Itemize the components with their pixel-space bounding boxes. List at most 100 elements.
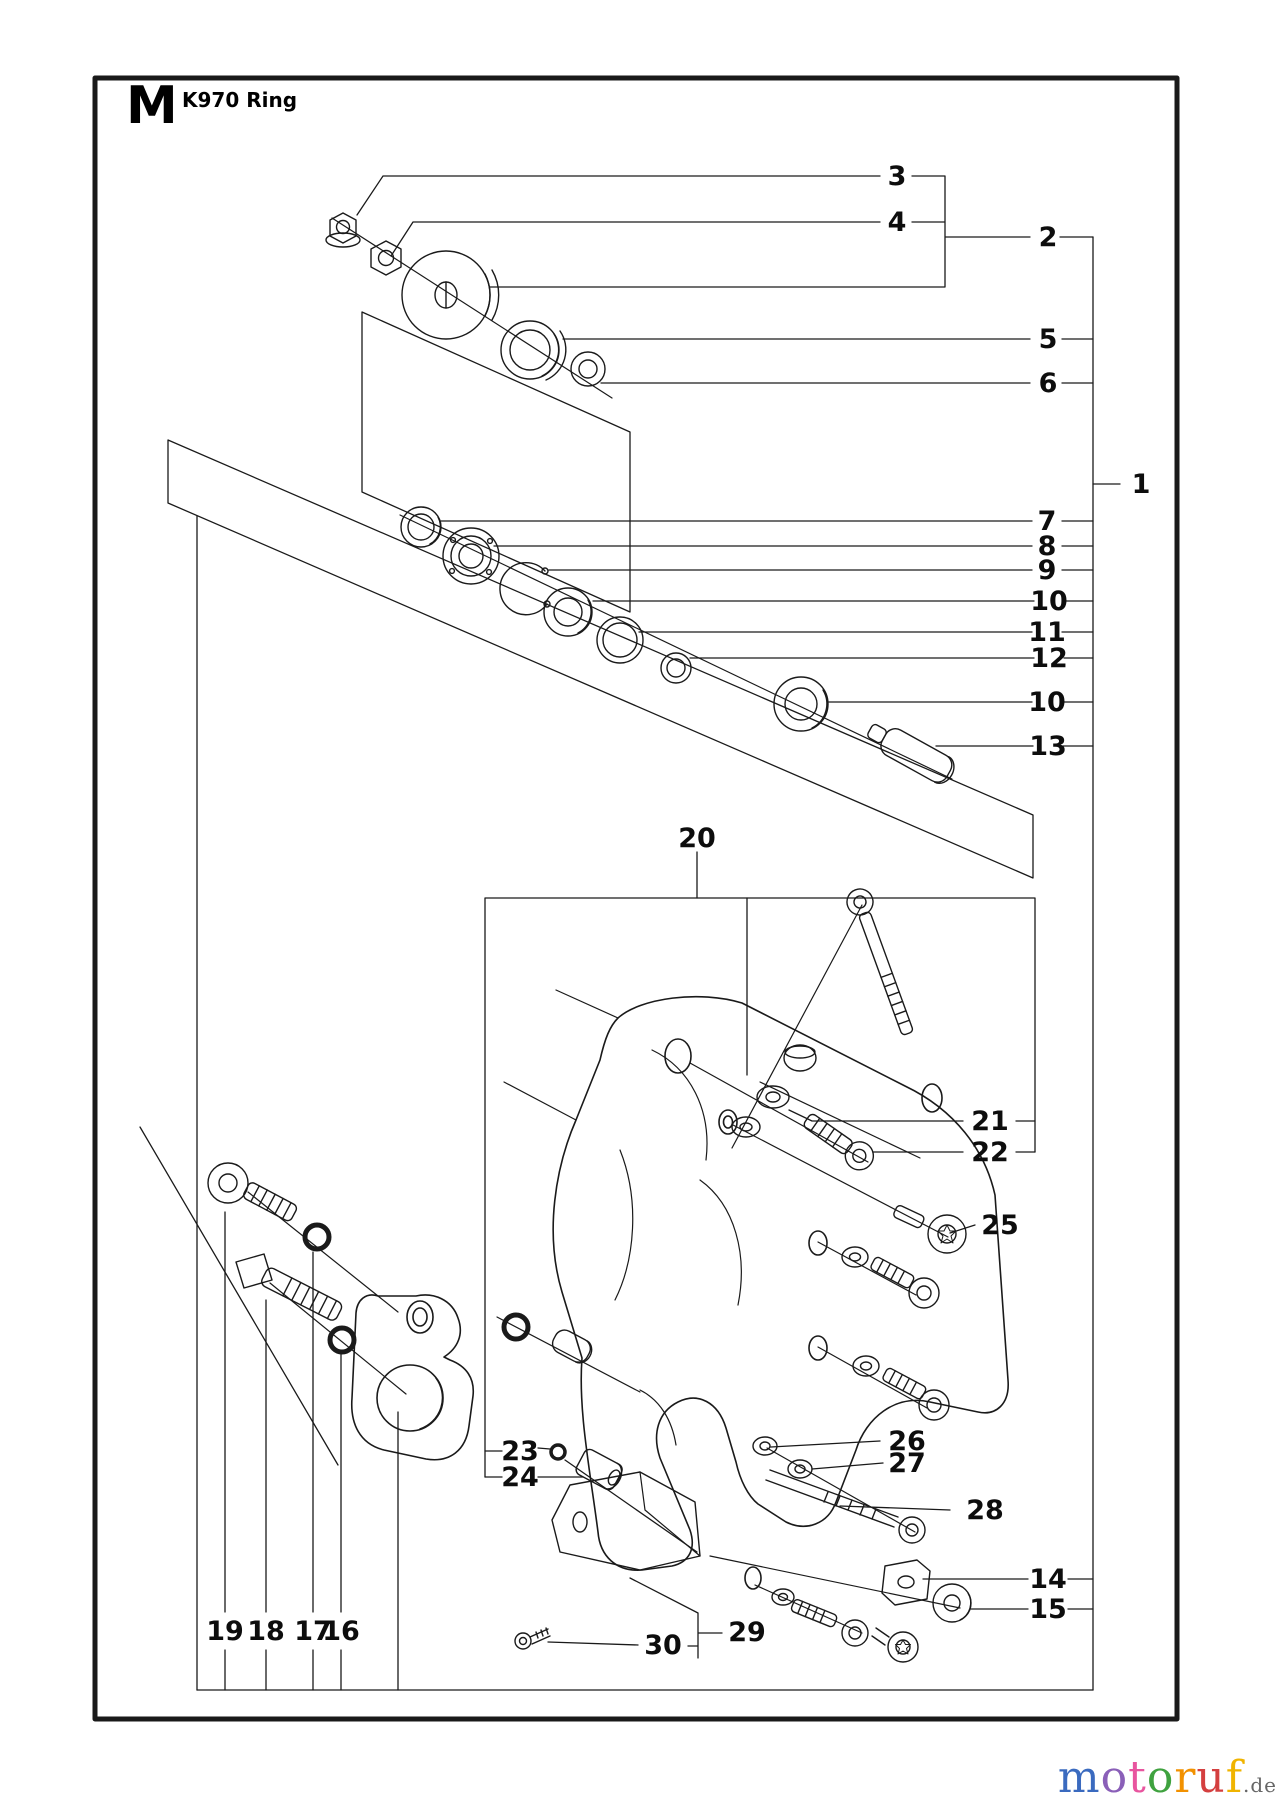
small-sleeve [551,1329,593,1364]
bolt-hole [808,1230,828,1256]
part-label-9: 9 [1038,555,1057,586]
part-label-19: 19 [206,1616,244,1647]
part-label-10: 10 [1028,687,1066,718]
axis-line [331,217,613,399]
part-label-24: 24 [501,1462,539,1493]
bolt-part-22 [803,1113,875,1171]
pulley-disc-part-2 [401,250,500,340]
part-label-29: 29 [728,1617,766,1648]
part-label-1: 1 [1132,469,1151,500]
axis-line [399,514,953,780]
long-bolt-part-28 [765,1469,926,1544]
part-label-16: 16 [322,1616,360,1647]
part-label-12: 12 [1030,643,1068,674]
part-label-20: 20 [678,823,716,854]
o-ring-part-23b [501,1312,531,1342]
part-label-13: 13 [1029,731,1067,762]
panel-outlines [167,311,1034,879]
clamp-bracket [350,1294,475,1461]
part-label-22: 22 [971,1137,1009,1168]
box20-fasteners [514,888,972,1663]
bolt-hole [921,1083,943,1113]
part-label-25: 25 [981,1210,1019,1241]
flange-nut-part-3 [325,212,361,248]
socket-screw-part-19 [207,1162,298,1222]
upper-panel [361,311,631,613]
leader-lines [139,175,1121,1691]
part-label-30: 30 [644,1630,682,1661]
gearbox-housing [503,989,1009,1590]
part-label-7: 7 [1038,506,1057,537]
washer-part-27 [787,1459,813,1479]
o-ring-part-23 [549,1443,567,1461]
page-frame [92,75,1180,1722]
motoruf-watermark: motoruf.de [1058,1752,1277,1800]
watermark-letters: motoruf [1058,1752,1243,1800]
part-label-11: 11 [1028,617,1066,648]
part-label-15: 15 [1029,1594,1067,1625]
part-label-5: 5 [1039,324,1058,355]
part-label-14: 14 [1029,1564,1067,1595]
screw-part-30 [514,1627,551,1650]
washer-part-6 [570,351,606,387]
left-fastener-chain [207,1162,641,1461]
bearing-part-10 [543,587,593,637]
bolt-hole [664,1038,692,1074]
cube-part-14 [881,1559,931,1606]
lower-panel [167,439,1034,879]
watermark-letter: r [1174,1752,1197,1800]
bolt-bottom-right [771,1588,869,1647]
page-title: K970 Ring [182,88,298,112]
watermark-letter: f [1225,1752,1243,1800]
bushing-part-7 [400,506,442,548]
part-label-17: 17 [294,1616,332,1647]
group-box-20 [484,897,1036,1478]
part-label-3: 3 [888,161,907,192]
cover-part-29 [551,1471,701,1571]
o-ring-part-16 [327,1325,357,1355]
bolt-set-upper-right [841,1246,940,1309]
washer-part-26 [752,1436,778,1456]
ring-part-12 [660,652,692,684]
part-label-8: 8 [1038,531,1057,562]
part-label-23: 23 [501,1436,539,1467]
ring-part-11 [596,616,644,664]
part-label-27: 27 [888,1448,926,1479]
bolt-hole [718,1109,738,1135]
bearing-part-10b [773,676,829,732]
part-label-2: 2 [1039,222,1058,253]
round-nut-part-15 [932,1583,972,1623]
shaft-part-13 [867,723,955,784]
flanged-bearing-part-8 [442,527,500,585]
top-assembly [325,212,613,399]
watermark-suffix: .de [1243,1773,1277,1797]
part-label-10: 10 [1030,586,1068,617]
square-bolt-part-18 [235,1253,343,1321]
watermark-letter: o [1146,1752,1175,1800]
part-label-6: 6 [1039,368,1058,399]
section-letter: M [126,76,178,136]
hex-nut-part-4 [370,240,402,276]
spacer-part-21 [731,1044,817,1138]
part-label-18: 18 [247,1616,285,1647]
part-label-26: 26 [888,1426,926,1457]
watermark-letter: m [1057,1752,1101,1800]
part-label-4: 4 [888,207,907,238]
sleeve-part-24 [575,1448,623,1491]
bolt-hole [744,1566,762,1590]
o-ring-part-17 [302,1222,332,1252]
screw-part-25 [893,1204,967,1254]
bolt-set-lower-right [852,1355,950,1421]
bearing-chain [399,506,955,784]
collar-part-5 [500,320,567,381]
long-bolt-vertical [846,888,914,1036]
circlip-part-9 [499,562,551,616]
watermark-letter: o [1100,1752,1129,1800]
bolt-hole [808,1335,828,1361]
part-label-28: 28 [966,1495,1004,1526]
torx-screw-bottom [871,1627,919,1663]
part-label-21: 21 [971,1106,1009,1137]
